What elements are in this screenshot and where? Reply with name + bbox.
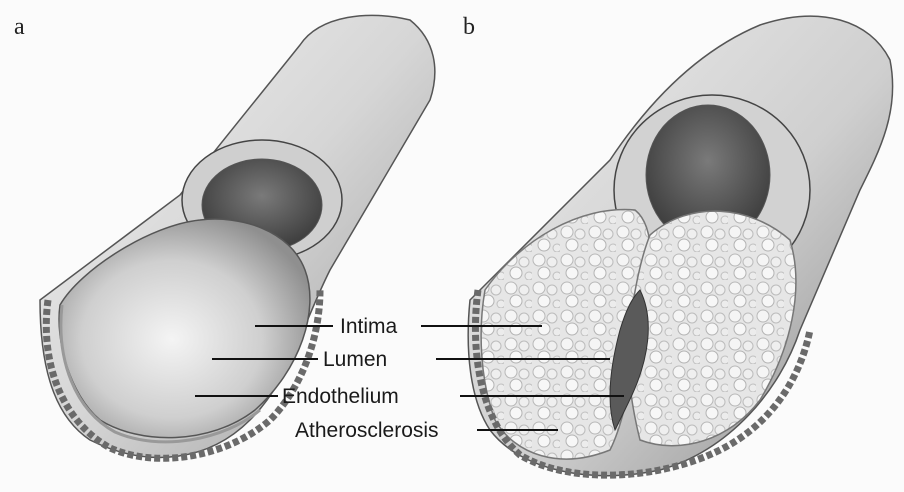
artery-b: [468, 16, 892, 476]
artery-a-lumen: [59, 219, 310, 438]
label-intima: Intima: [340, 315, 398, 338]
label-lumen: Lumen: [323, 348, 387, 371]
panel-a-letter: a: [14, 14, 25, 40]
label-atherosclerosis: Atherosclerosis: [295, 419, 439, 442]
panel-b-letter: b: [463, 14, 475, 40]
artery-b-plaque-right: [628, 211, 796, 446]
label-endothelium: Endothelium: [282, 385, 399, 408]
